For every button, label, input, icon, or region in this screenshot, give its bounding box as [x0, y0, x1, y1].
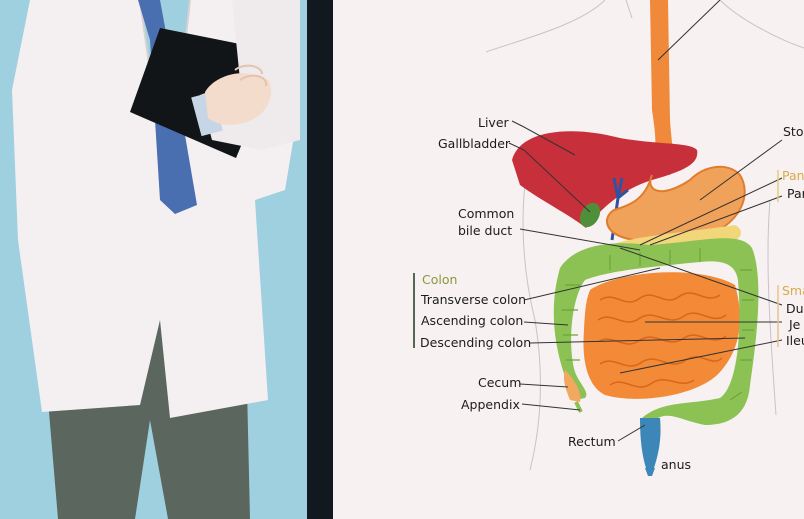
anus — [645, 468, 655, 476]
label-duodenum-partial: Du — [786, 301, 804, 316]
label-anus: anus — [661, 457, 691, 472]
doctor-fingers — [234, 64, 268, 87]
diagram-labels: Liver Gallbladder Common bile duct Colon… — [420, 115, 804, 472]
small-intestine-folds — [597, 292, 727, 388]
label-stomach-partial: Sto — [783, 124, 803, 139]
colon-texture — [562, 248, 754, 401]
label-common-bile-duct-1: Common — [458, 206, 514, 221]
panel-divider — [307, 0, 333, 519]
label-liver: Liver — [478, 115, 510, 130]
label-cecum: Cecum — [478, 375, 521, 390]
esophagus — [650, 0, 674, 175]
body-outline — [485, 0, 804, 471]
label-small-intestine-group-partial: Sma — [782, 283, 804, 298]
label-descending-colon: Descending colon — [420, 335, 531, 350]
label-ascending-colon: Ascending colon — [421, 313, 523, 328]
label-rectum: Rectum — [568, 434, 616, 449]
cecum — [563, 370, 581, 402]
label-appendix: Appendix — [461, 397, 520, 412]
doctor-hand — [205, 73, 272, 125]
label-jejunum-partial: Je — [788, 317, 801, 332]
colon — [553, 238, 759, 425]
label-transverse-colon: Transverse colon — [420, 292, 526, 307]
appendix — [574, 401, 583, 413]
label-pancreas-partial: Par — [787, 186, 804, 201]
label-ileum-partial: Ileu — [786, 333, 804, 348]
doctor-illustration — [0, 0, 307, 519]
label-gallbladder: Gallbladder — [438, 136, 511, 151]
label-pancreas-group-partial: Pan — [782, 168, 804, 183]
leader-lines — [508, 0, 783, 442]
gallbladder — [579, 202, 601, 228]
liver — [512, 131, 698, 228]
rectum — [640, 418, 661, 468]
label-common-bile-duct-2: bile duct — [458, 223, 512, 238]
label-colon-group: Colon — [422, 272, 457, 287]
small-intestine — [583, 272, 740, 399]
